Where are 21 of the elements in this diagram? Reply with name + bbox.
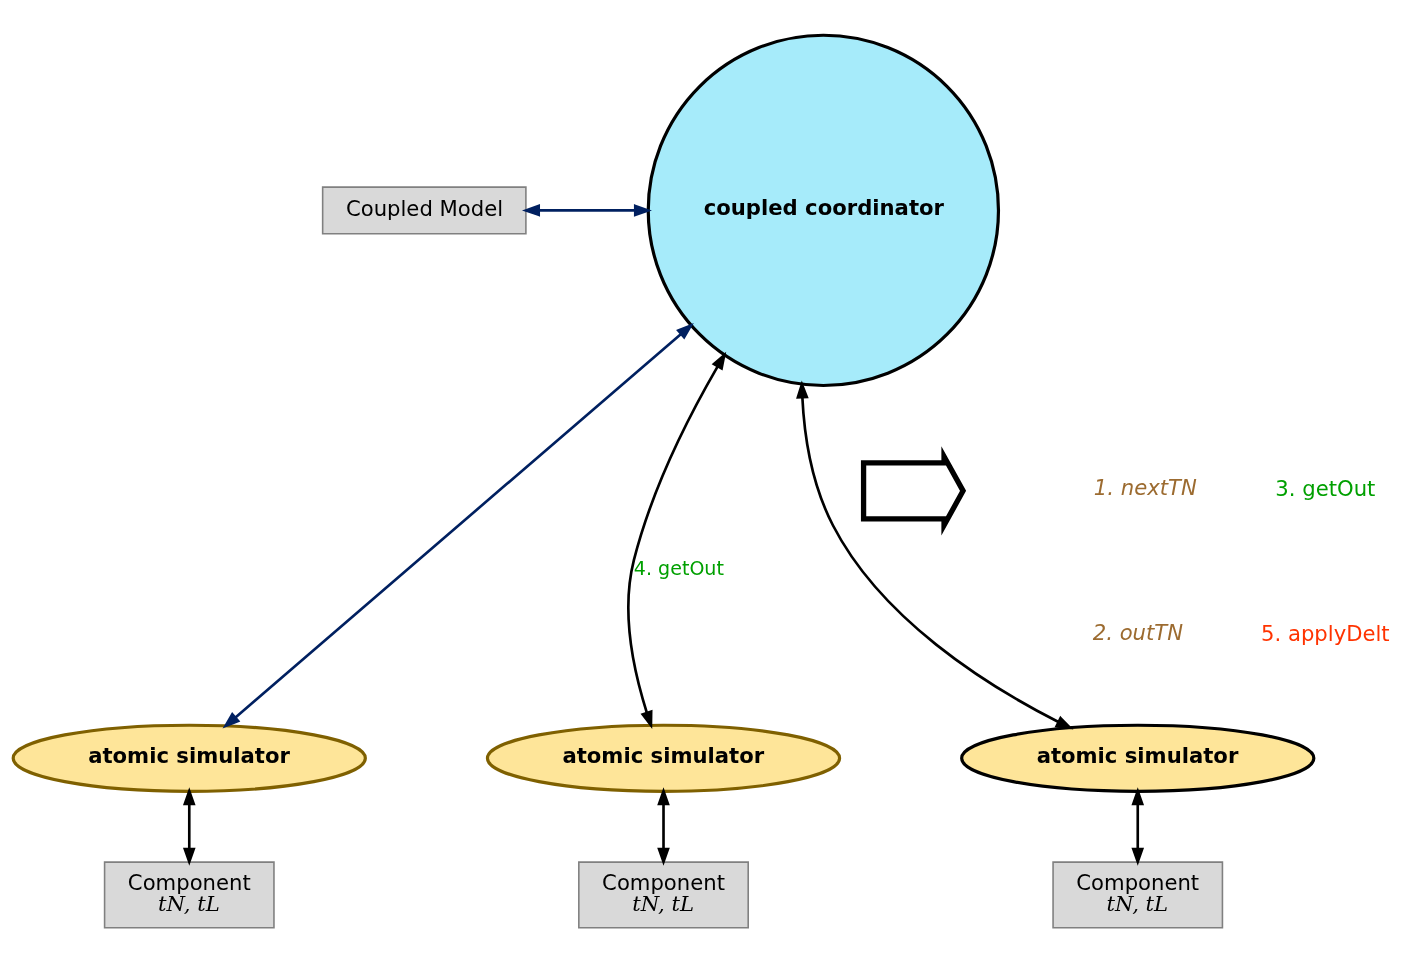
arrow xyxy=(1130,787,1144,866)
node-box: Component tN, tL xyxy=(577,861,749,929)
arrow xyxy=(222,322,694,729)
node-arrow xyxy=(860,446,966,536)
node-box: Component tN, tL xyxy=(103,861,275,929)
edge-label: 4. getOut xyxy=(633,557,724,580)
label: 2. outTN xyxy=(1092,619,1183,645)
node-circle: coupled coordinator xyxy=(646,33,1000,388)
node-box: Component tN, tL xyxy=(1051,861,1223,929)
node-ellipse: atomic simulator xyxy=(485,723,841,793)
label: 1. nextTN xyxy=(1093,475,1197,501)
node-ellipse: atomic simulator xyxy=(11,723,367,793)
arrow xyxy=(182,787,196,866)
arrow xyxy=(626,351,726,729)
arrow xyxy=(521,204,652,217)
node-ellipse: atomic simulator xyxy=(959,723,1315,793)
arrow xyxy=(656,787,670,866)
label: 5. applyDelt xyxy=(1260,620,1390,646)
label: 3. getOut xyxy=(1274,476,1375,502)
arrow xyxy=(795,380,1074,730)
node-box: Coupled Model xyxy=(321,186,527,235)
